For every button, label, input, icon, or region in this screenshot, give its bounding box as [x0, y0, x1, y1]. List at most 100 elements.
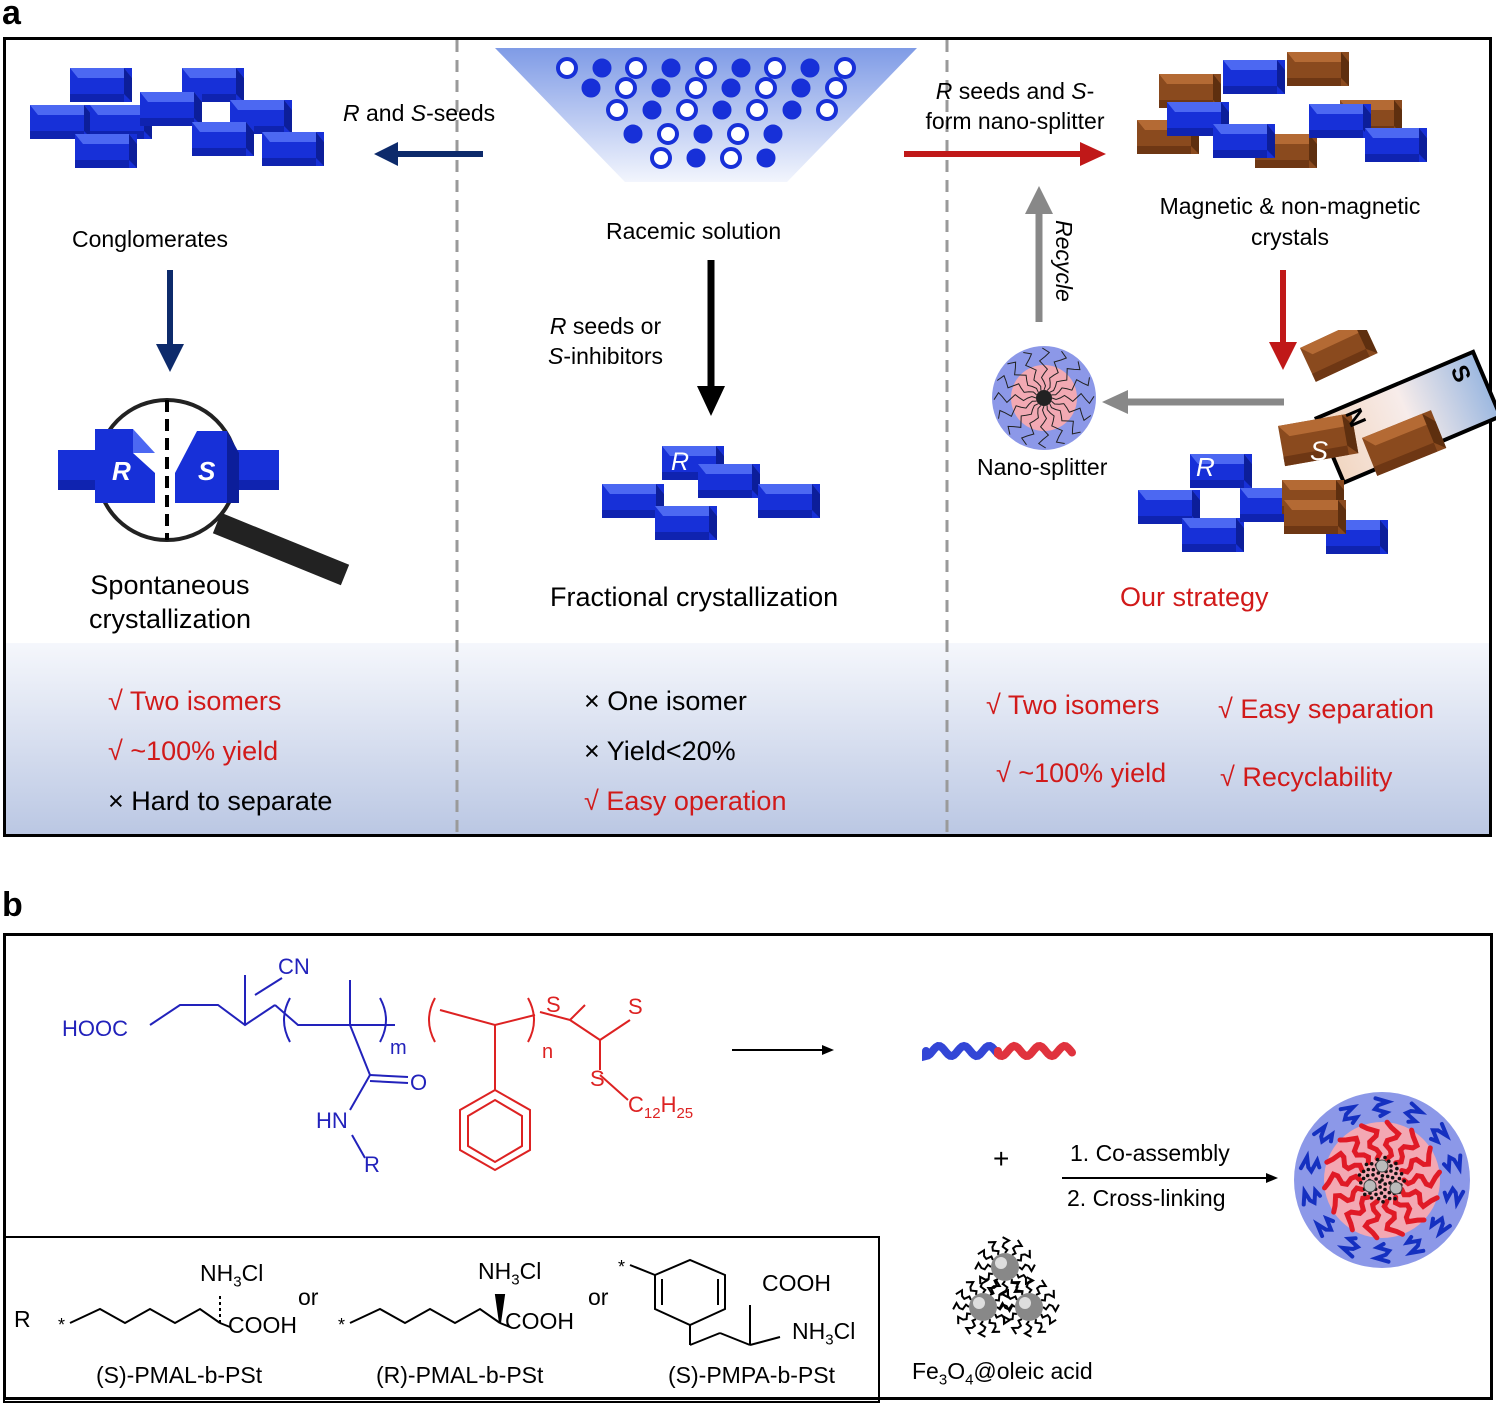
splitter-chain — [996, 374, 1037, 396]
splitter-chain — [998, 400, 1037, 419]
micelle-core-dot — [1371, 1173, 1375, 1177]
solution-dot — [556, 57, 578, 79]
micelle-core-dot — [1365, 1173, 1370, 1178]
micelle-core-dot — [1393, 1196, 1397, 1201]
name-s-pmal: (S)-PMAL-b-PSt — [96, 1362, 263, 1388]
cooh-3: COOH — [762, 1270, 831, 1296]
splitter-chain — [1051, 400, 1092, 422]
micelle-blue-arm — [1429, 1215, 1452, 1239]
center-con-1: × One isomer — [584, 686, 747, 716]
micelle-core-dot — [1383, 1194, 1387, 1199]
our-strategy-title: Our strategy — [1120, 582, 1269, 612]
splitter-chain — [1023, 352, 1042, 391]
micelle-core-dot — [1357, 1173, 1362, 1177]
mixed-crystals — [1137, 52, 1427, 168]
oleic-acid-chain — [1010, 1318, 1023, 1335]
s3-text: S — [590, 1066, 605, 1091]
micelle-core-dot — [1383, 1182, 1387, 1186]
micelle-core-dot — [1364, 1162, 1369, 1167]
n-text: n — [542, 1041, 553, 1063]
micelle-core-dot — [1399, 1172, 1404, 1176]
micelle-core-dot — [1374, 1192, 1378, 1197]
oleic-acid-chain — [1016, 1273, 1033, 1286]
solution-dot — [685, 77, 707, 99]
micelle-core-dot — [1389, 1164, 1393, 1168]
oleic-acid-chain — [979, 1276, 990, 1294]
micelle-core-dot — [1375, 1157, 1380, 1162]
oleic-acid-chain — [976, 1320, 987, 1338]
oleic-acid-chain — [988, 1318, 1001, 1333]
micelle-graphic — [1294, 1092, 1470, 1268]
oleic-acid-chain — [987, 1241, 1000, 1256]
micelle-core-dot — [1363, 1192, 1367, 1197]
solution-dot — [581, 78, 601, 98]
solution-dot — [623, 124, 643, 144]
micelle-core-dot — [1389, 1169, 1393, 1173]
solution-dot — [782, 100, 802, 120]
panel-b-frame — [3, 933, 1493, 1400]
solution-dot — [825, 77, 847, 99]
oleic-acid-chain — [1001, 1288, 1018, 1301]
splitter-chain — [1051, 392, 1095, 405]
splitter-chain — [1049, 403, 1081, 435]
step2-label: 2. Cross-linking — [1067, 1185, 1226, 1211]
solution-dot — [650, 147, 672, 169]
magnifier-r-label: R — [112, 456, 131, 486]
left-pros-list: √ Two isomers √ ~100% yield × Hard to se… — [108, 676, 332, 826]
oleic-acid-chain — [1042, 1303, 1060, 1314]
solution-dot — [731, 58, 751, 78]
center-con-2: × Yield<20% — [584, 736, 736, 766]
solution-dot — [763, 124, 783, 144]
c12h25-text: C12H25 — [628, 1092, 693, 1122]
nh3cl-2: NH3Cl — [478, 1258, 542, 1289]
micelle-red-arm — [1337, 1135, 1372, 1166]
r-text: R — [364, 1152, 380, 1177]
or-label-2: or — [588, 1284, 609, 1310]
splitter-chain — [1046, 405, 1065, 444]
r-definition-box — [3, 1236, 880, 1403]
micelle-red-arm — [1392, 1194, 1427, 1225]
solution-dot — [651, 78, 671, 98]
micelle-core-dot — [1388, 1181, 1392, 1185]
r-box-label: R — [14, 1306, 31, 1332]
solution-dot — [721, 78, 741, 98]
micelle-core-dot — [1397, 1176, 1402, 1181]
magnet-separation-graphic — [1138, 330, 1496, 554]
oleic-acid-chain — [989, 1279, 1002, 1296]
oleic-acid-chain — [1018, 1263, 1036, 1274]
oleic-acid-chain — [1040, 1289, 1055, 1302]
micelle-core-dot — [1380, 1174, 1385, 1178]
micelle-red-arm — [1381, 1198, 1405, 1237]
panel-a-letter: a — [2, 0, 21, 32]
micelle-core-dot — [1383, 1155, 1387, 1160]
center-pro-1: √ Easy operation — [584, 786, 787, 816]
micelle-red-arm — [1393, 1127, 1421, 1166]
right-pro-4: √ Recyclability — [1220, 762, 1393, 792]
polymer-structure: HOOC CN m O HN R n S S S C12H25 — [62, 954, 693, 1177]
step1-label: 1. Co-assembly — [1070, 1140, 1230, 1166]
micelle-particle — [1389, 1181, 1403, 1195]
center-pros-list: × One isomer × Yield<20% √ Easy operatio… — [584, 676, 786, 826]
plus-sign: + — [993, 1143, 1010, 1174]
left-con-1: × Hard to separate — [108, 786, 333, 816]
solution-dot — [756, 148, 776, 168]
panel-a-frame — [3, 37, 1492, 837]
magnifier-graphic — [58, 398, 350, 586]
solution-dot — [686, 148, 706, 168]
svg-text:*: * — [338, 1315, 345, 1335]
solution-dot — [676, 99, 698, 121]
splitter-chain — [1007, 403, 1039, 435]
micelle-core-dot — [1369, 1162, 1374, 1166]
magnifier-s-label: S — [198, 456, 216, 486]
micelle-core-dot — [1361, 1169, 1366, 1174]
micelle-core-dot — [1385, 1174, 1390, 1179]
oleic-acid-chain — [1001, 1236, 1012, 1254]
micelle-red-arm — [1322, 1171, 1363, 1191]
micelle-blue-arm — [1442, 1153, 1463, 1175]
conglomerate-crystals — [30, 68, 324, 168]
micelle-core-dot — [1387, 1190, 1392, 1195]
micelle-red-arm — [1401, 1169, 1442, 1189]
red-arrow-down — [1269, 270, 1297, 370]
